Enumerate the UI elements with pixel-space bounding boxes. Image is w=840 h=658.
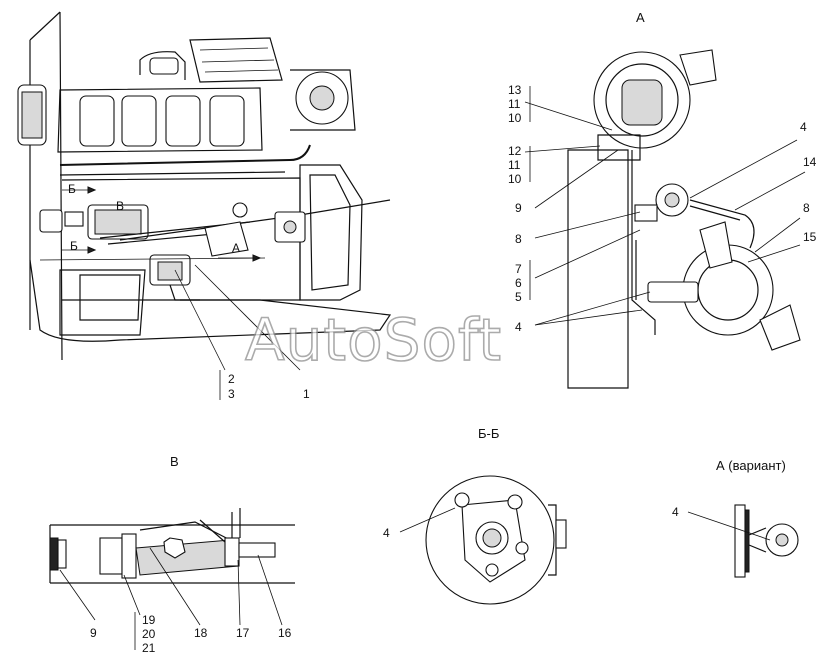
callout-4-right: 4 [800, 120, 807, 134]
callout-5: 5 [515, 290, 522, 304]
callout-15: 15 [803, 230, 817, 244]
callout-20: 20 [142, 627, 156, 641]
watermark: AutoSoft [245, 306, 502, 374]
callout-b-upper: Б [68, 182, 76, 196]
view-v-callouts: 9 19 20 21 18 17 16 [90, 613, 292, 655]
callout-11-mid: 11 [508, 158, 521, 172]
section-b-b-title: Б-Б [478, 426, 499, 441]
view-a: А [524, 10, 806, 389]
callout-v: В [116, 199, 124, 213]
callout-18: 18 [194, 626, 208, 640]
callout-21: 21 [142, 641, 156, 655]
callout-2: 2 [228, 372, 235, 386]
callout-1: 1 [303, 387, 310, 401]
callout-a: А [232, 241, 240, 255]
callout-10-top: 10 [508, 111, 522, 125]
callout-14: 14 [803, 155, 817, 169]
callout-12: 12 [508, 144, 522, 158]
view-a-title: А [636, 10, 645, 25]
main-callouts: Б В Б А 2 3 1 [68, 182, 310, 401]
view-a-variant-title: А (вариант) [716, 458, 786, 473]
callout-13: 13 [508, 83, 522, 97]
view-v: В [49, 454, 295, 650]
callout-4-bb: 4 [383, 526, 390, 540]
callout-4-variant: 4 [672, 505, 679, 519]
callout-19: 19 [142, 613, 156, 627]
callout-17: 17 [236, 626, 250, 640]
callout-6: 6 [515, 276, 522, 290]
view-a-variant: А (вариант) [687, 458, 799, 578]
callout-4-bottom: 4 [515, 320, 522, 334]
callout-9: 9 [515, 201, 522, 215]
callout-9-v: 9 [90, 626, 97, 640]
callout-3: 3 [228, 387, 235, 401]
section-b-b: Б-Б [399, 426, 567, 605]
callout-8-right: 8 [803, 201, 810, 215]
callout-16: 16 [278, 626, 292, 640]
engine-side-view [17, 11, 392, 400]
callout-11-top: 11 [508, 97, 521, 111]
callout-10-mid: 10 [508, 172, 522, 186]
callout-8-left: 8 [515, 232, 522, 246]
callout-b-lower: Б [70, 239, 78, 253]
view-a-callouts: 13 11 10 12 11 10 9 8 7 6 5 4 4 14 8 15 [508, 83, 817, 334]
view-v-title: В [170, 454, 179, 469]
callout-7: 7 [515, 262, 522, 276]
